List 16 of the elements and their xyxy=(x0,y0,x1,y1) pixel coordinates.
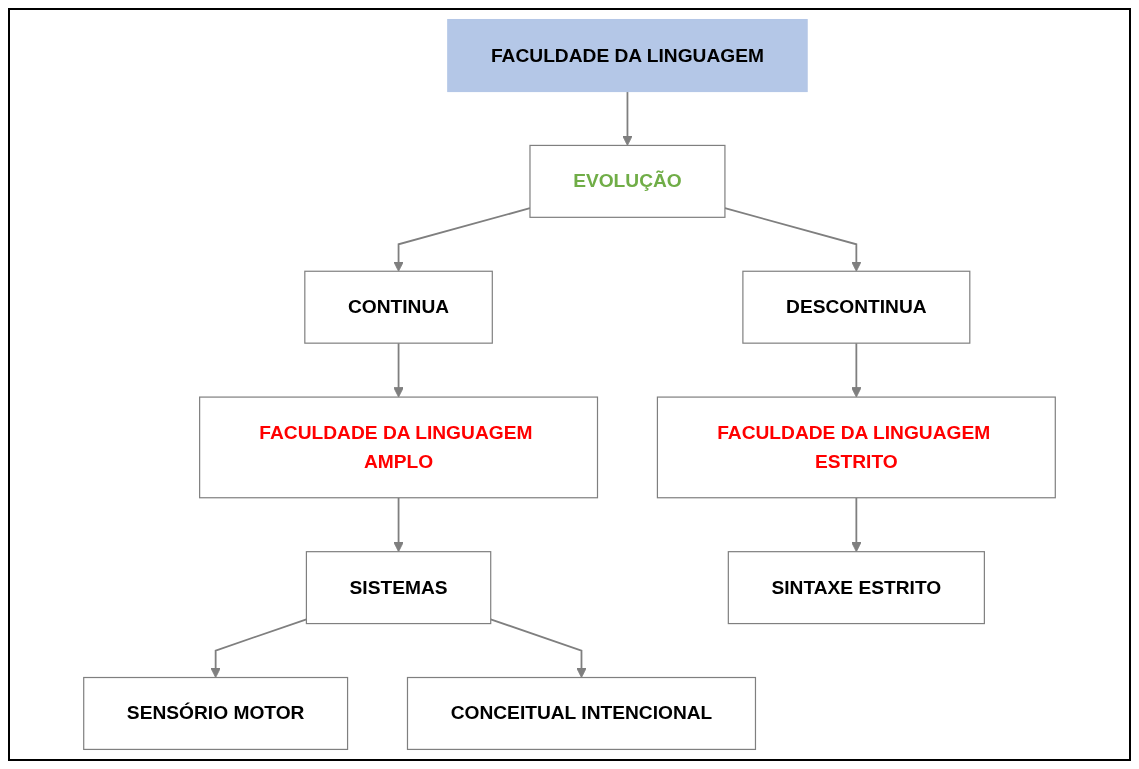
node-box: FACULDADE DA LINGUAGEM AMPLO xyxy=(199,396,599,499)
node-box: FACULDADE DA LINGUAGEM xyxy=(447,19,808,93)
arrow xyxy=(393,496,404,553)
node-box: SINTAXE ESTRITO xyxy=(727,551,985,625)
arrow xyxy=(622,90,633,146)
arrow xyxy=(851,342,862,398)
arrow xyxy=(393,342,404,398)
node-box: CONCEITUAL INTENCIONAL xyxy=(406,676,757,750)
node-box: EVOLUÇÃO xyxy=(529,144,726,218)
node-box: SENSÓRIO MOTOR xyxy=(83,676,349,750)
node-box: DESCONTINUA xyxy=(742,270,971,344)
node-box: CONTINUA xyxy=(304,270,493,344)
arrow xyxy=(851,496,862,553)
arrow xyxy=(724,207,862,272)
node-box: SISTEMAS xyxy=(305,551,492,625)
node-box: FACULDADE DA LINGUAGEM ESTRITO xyxy=(656,396,1056,499)
